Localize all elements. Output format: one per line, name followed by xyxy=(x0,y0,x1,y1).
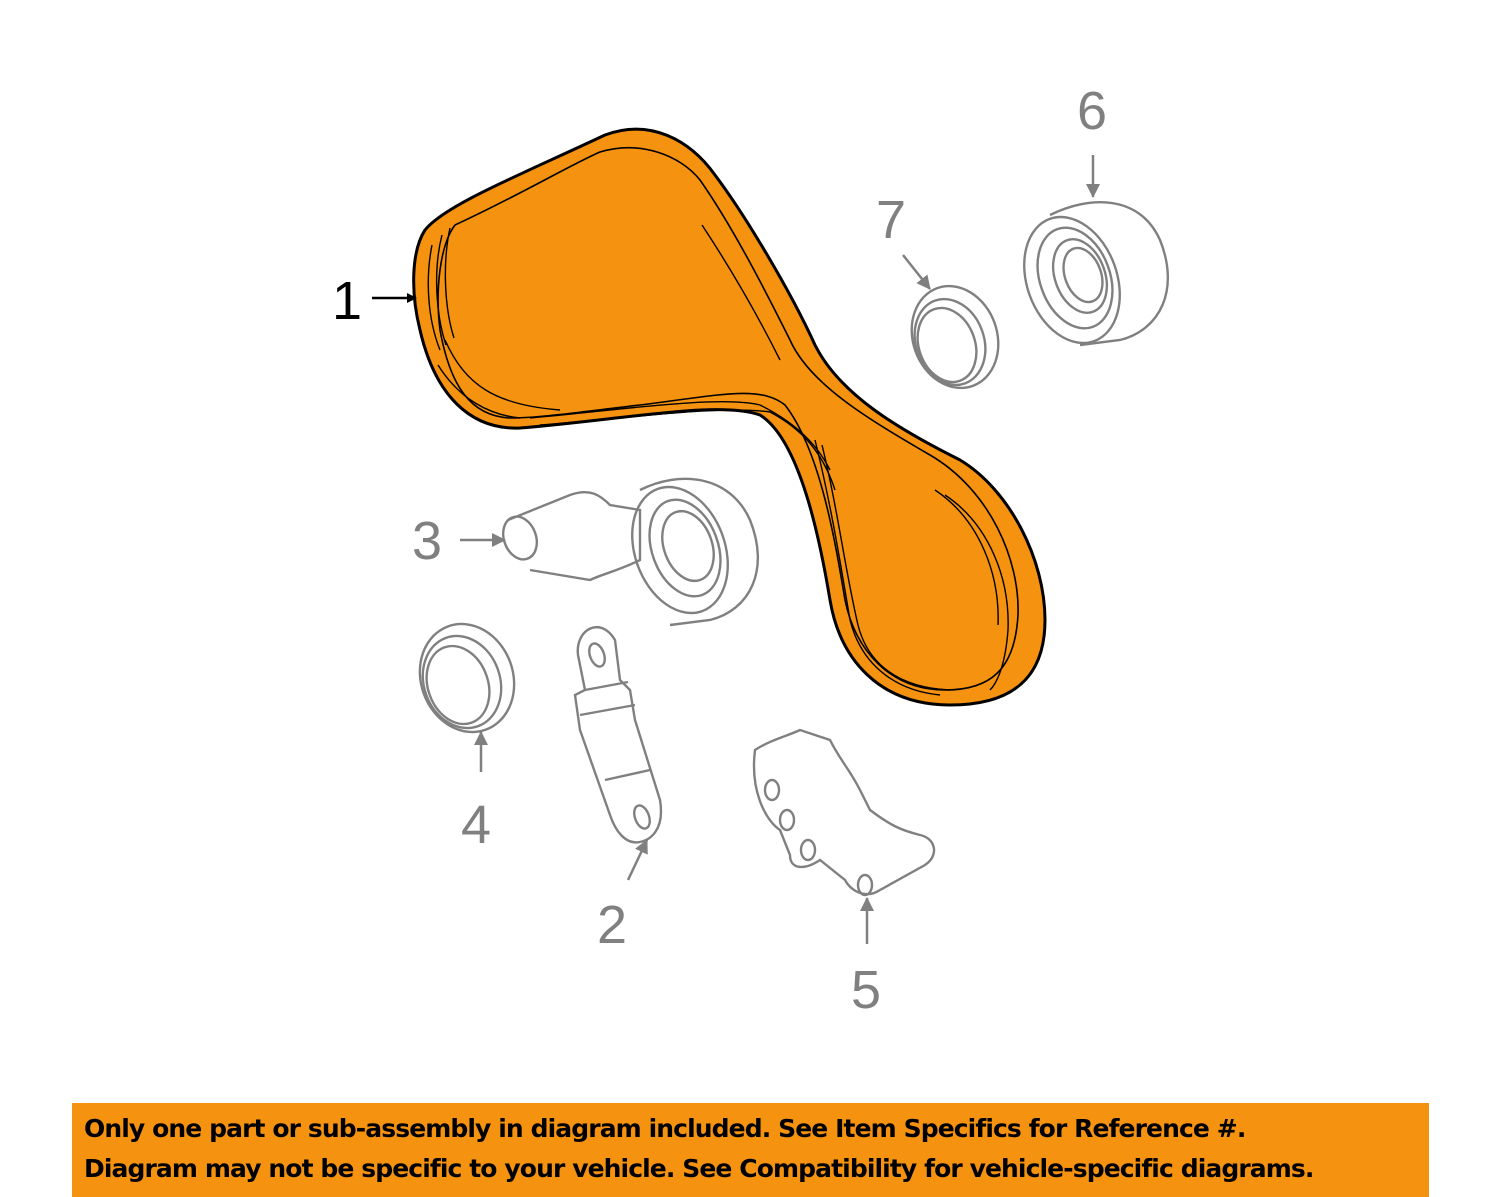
pulley-cover-small[interactable] xyxy=(898,274,1013,400)
callout-3[interactable]: 3 xyxy=(412,511,443,571)
disclaimer-line-2: Diagram may not be specific to your vehi… xyxy=(84,1154,1314,1183)
callout-7[interactable]: 7 xyxy=(876,190,907,250)
disclaimer-banner: Only one part or sub-assembly in diagram… xyxy=(72,1103,1429,1197)
callout-2[interactable]: 2 xyxy=(597,895,628,955)
pulley-cover[interactable] xyxy=(405,611,529,746)
tensioner-pulley-arm[interactable] xyxy=(497,474,760,627)
callout-6[interactable]: 6 xyxy=(1077,81,1108,141)
callout-1[interactable]: 1 xyxy=(332,271,363,331)
callout-4[interactable]: 4 xyxy=(461,795,492,855)
callout-arrow-2 xyxy=(626,839,649,881)
belt-tensioner-damper[interactable] xyxy=(573,626,663,844)
disclaimer-line-1: Only one part or sub-assembly in diagram… xyxy=(84,1114,1246,1143)
tensioner-bracket[interactable] xyxy=(752,728,936,897)
callout-5[interactable]: 5 xyxy=(851,960,882,1020)
callout-arrow-7 xyxy=(902,254,931,290)
idler-pulley[interactable] xyxy=(1007,201,1170,356)
serpentine-belt[interactable] xyxy=(412,127,1047,707)
